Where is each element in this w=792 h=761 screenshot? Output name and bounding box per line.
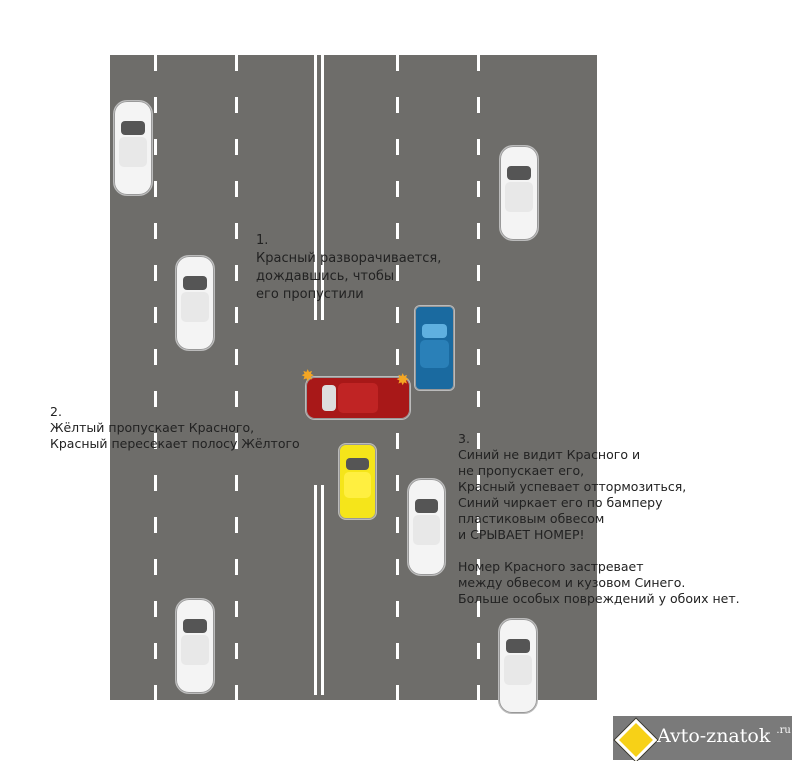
blue-car — [414, 305, 455, 391]
red-car — [305, 376, 411, 420]
annotation-step-1: 1. Красный разворачивается, дождавшись, … — [256, 233, 442, 302]
annotation-step-3: 3. Синий не видит Красного и не пропуска… — [458, 431, 740, 606]
white-car — [499, 145, 539, 241]
double-solid-line — [314, 485, 317, 695]
collision-mark-icon: ✸ — [396, 370, 410, 389]
lane-marking — [477, 55, 480, 700]
double-solid-line — [314, 55, 317, 320]
white-car — [407, 478, 446, 576]
annotation-step-2: 2. Жёлтый пропускает Красного, Красный п… — [50, 404, 300, 451]
logo-name: Avto-znatok — [657, 725, 771, 747]
white-car — [175, 598, 215, 694]
logo-tld: .ru — [776, 725, 791, 736]
yellow-car — [338, 443, 377, 520]
collision-mark-icon: ✸ — [301, 366, 315, 385]
logo: Avto-znatok .ru — [613, 716, 792, 761]
double-solid-line — [321, 485, 324, 695]
white-car — [113, 100, 153, 196]
lane-marking — [154, 55, 157, 700]
graduation-cap-sign-icon — [614, 718, 658, 761]
double-solid-line — [321, 55, 324, 320]
white-car — [498, 618, 538, 714]
white-car — [175, 255, 215, 351]
lane-marking — [235, 55, 238, 700]
